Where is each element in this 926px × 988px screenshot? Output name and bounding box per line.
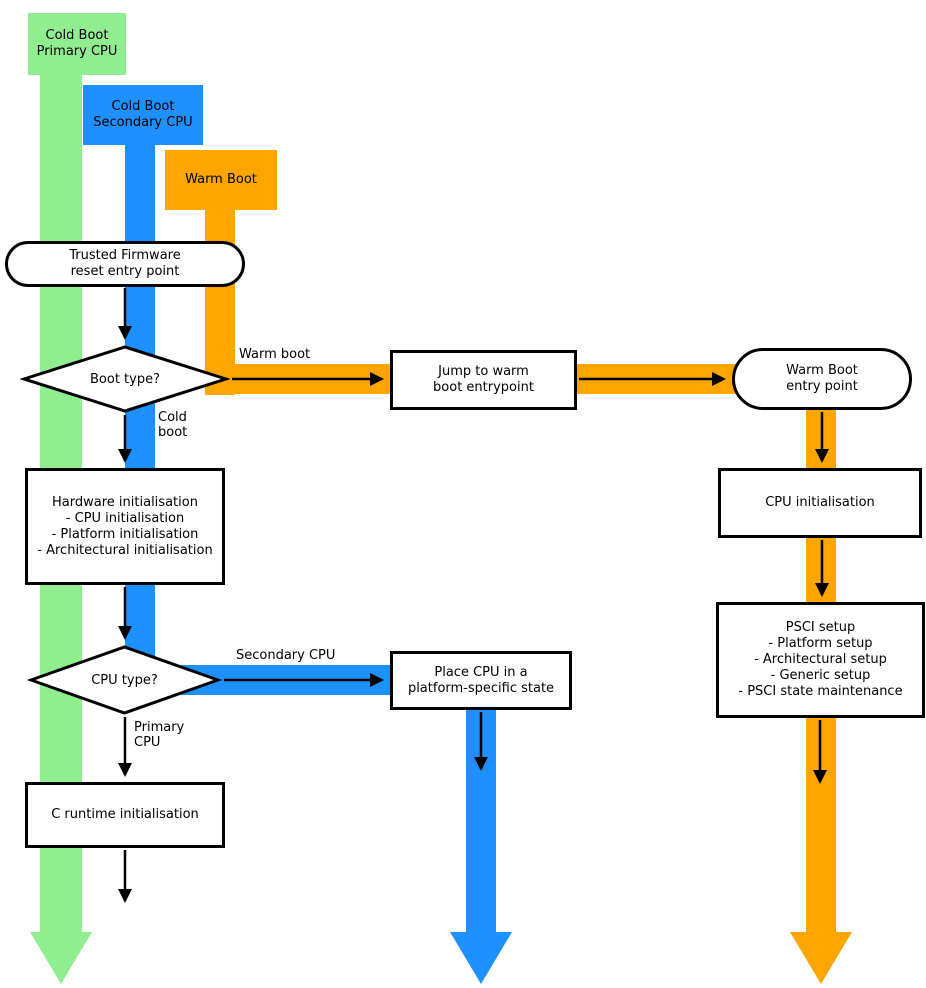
edge-label-primary-cpu: Primary CPU [134, 720, 185, 750]
edge-label-secondary-cpu: Secondary CPU [236, 648, 336, 663]
boot-type-diamond-shape [20, 345, 230, 413]
cold-primary-flow-arrowhead [30, 932, 92, 984]
cpu-type-diamond-shape [27, 645, 222, 715]
cold-boot-primary-label: Cold Boot Primary CPU [28, 13, 126, 75]
node-cpu-initialisation: CPU initialisation [718, 468, 922, 538]
node-boot-type-decision: Boot type? [20, 345, 230, 413]
node-c-runtime-initialisation: C runtime initialisation [25, 782, 225, 848]
cold-secondary-flow-arrowhead [450, 932, 512, 984]
node-psci-setup: PSCI setup - Platform setup - Architectu… [716, 602, 925, 718]
node-cpu-type-decision: CPU type? [27, 645, 222, 715]
edge-label-cold-boot: Cold boot [158, 410, 188, 440]
edge-label-warm-boot: Warm boot [239, 347, 311, 362]
warm-boot-label: Warm Boot [165, 150, 277, 210]
cold-secondary-flow-band-vertical [125, 140, 155, 695]
node-warm-boot-entry-point: Warm Boot entry point [732, 348, 912, 410]
warm-flow-arrowhead [790, 932, 852, 984]
node-jump-warm-entrypoint: Jump to warm boot entrypoint [390, 350, 577, 410]
node-place-cpu-platform-state: Place CPU in a platform-specific state [390, 651, 572, 710]
boot-type-label: Boot type? [90, 371, 160, 387]
warm-flow-band-vertical [205, 205, 235, 395]
node-hardware-initialisation: Hardware initialisation - CPU initialisa… [25, 468, 225, 585]
node-reset-entry-point: Trusted Firmware reset entry point [5, 241, 245, 287]
cpu-type-label: CPU type? [91, 672, 158, 688]
cold-boot-secondary-label: Cold Boot Secondary CPU [83, 85, 203, 145]
